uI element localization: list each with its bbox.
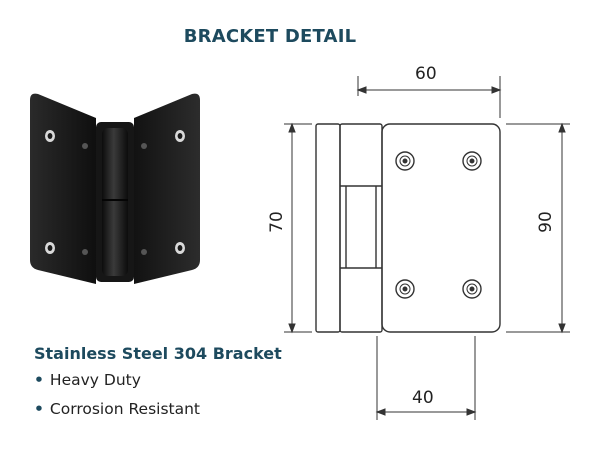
dimension-line-right xyxy=(506,122,570,334)
feature-text: Heavy Duty xyxy=(49,371,141,389)
page-title: BRACKET DETAIL xyxy=(183,26,357,47)
hole-bottom-right xyxy=(462,279,482,299)
hole-top-left xyxy=(395,151,415,171)
bracket-photo xyxy=(30,93,200,284)
product-name: Stainless Steel 304 Bracket xyxy=(34,344,282,363)
feature-item: • Corrosion Resistant xyxy=(34,400,282,418)
feature-item: • Heavy Duty xyxy=(34,371,282,389)
feature-text: Corrosion Resistant xyxy=(49,400,201,418)
dimension-line-bottom xyxy=(375,336,477,420)
clamp-front-plate xyxy=(315,123,341,333)
wing-plate xyxy=(381,123,501,333)
dimension-line-top xyxy=(356,76,502,118)
dimension-label-60: 60 xyxy=(415,64,437,84)
dimension-label-90: 90 xyxy=(535,211,556,233)
hole-top-right xyxy=(462,151,482,171)
dimension-label-40: 40 xyxy=(412,388,434,408)
bullet-dot: • xyxy=(34,400,44,418)
bullet-dot: • xyxy=(34,371,44,389)
hole-bottom-left xyxy=(395,279,415,299)
mounting-holes xyxy=(395,151,482,299)
dimension-label-70: 70 xyxy=(266,211,287,233)
dimension-line-left xyxy=(284,122,312,334)
product-features: Stainless Steel 304 Bracket •Heavy Duty … xyxy=(34,344,282,429)
